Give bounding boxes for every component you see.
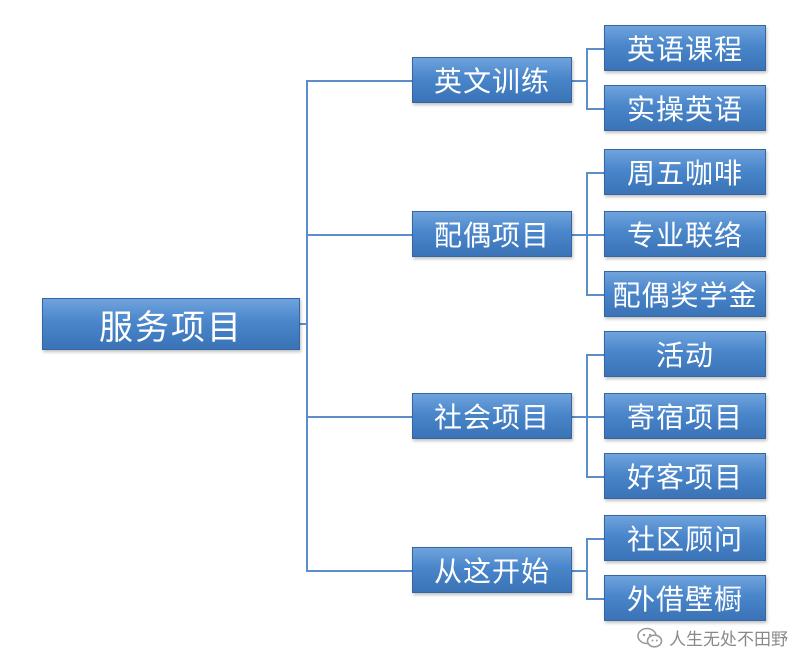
connector-group-0-stub bbox=[572, 80, 586, 82]
connector-leaf-2-2 bbox=[586, 476, 604, 478]
connector-leaf-1-2 bbox=[586, 294, 604, 296]
leaf-node: 好客项目 bbox=[604, 453, 766, 499]
connector-leaf-2-1 bbox=[586, 416, 604, 418]
connector-to-group-0 bbox=[306, 80, 412, 82]
connector-group-0-spine bbox=[586, 48, 588, 110]
leaf-node: 英语课程 bbox=[604, 25, 766, 71]
leaf-node: 周五咖啡 bbox=[604, 149, 766, 195]
connector-group-3-stub bbox=[572, 570, 586, 572]
leaf-node: 实操英语 bbox=[604, 85, 766, 131]
connector-group-1-stub bbox=[572, 234, 586, 236]
leaf-node: 寄宿项目 bbox=[604, 393, 766, 439]
leaf-node: 社区顾问 bbox=[604, 515, 766, 561]
leaf-node: 活动 bbox=[604, 331, 766, 377]
wechat-icon bbox=[637, 627, 663, 649]
watermark-text: 人生无处不田野 bbox=[669, 630, 788, 650]
connector-leaf-3-0 bbox=[586, 538, 604, 540]
connector-to-group-1 bbox=[306, 234, 412, 236]
connector-leaf-0-1 bbox=[586, 108, 604, 110]
connector-leaf-3-1 bbox=[586, 598, 604, 600]
connector-leaf-2-0 bbox=[586, 354, 604, 356]
leaf-node: 配偶奖学金 bbox=[604, 271, 766, 317]
connector-to-group-3 bbox=[306, 570, 412, 572]
watermark: 人生无处不田野 bbox=[637, 625, 788, 650]
group-node-social-program: 社会项目 bbox=[412, 393, 572, 439]
connector-to-group-2 bbox=[306, 416, 412, 418]
group-node-start-here: 从这开始 bbox=[412, 547, 572, 593]
connector-root-spine bbox=[306, 80, 308, 571]
connector-leaf-1-0 bbox=[586, 172, 604, 174]
connector-root-stub bbox=[300, 323, 308, 325]
group-node-english-training: 英文训练 bbox=[412, 57, 572, 103]
group-node-spouse-program: 配偶项目 bbox=[412, 211, 572, 257]
connector-leaf-0-0 bbox=[586, 48, 604, 50]
connector-group-2-stub bbox=[572, 416, 586, 418]
connector-leaf-1-1 bbox=[586, 234, 604, 236]
connector-group-3-spine bbox=[586, 538, 588, 600]
root-node: 服务项目 bbox=[42, 298, 300, 350]
leaf-node: 外借壁橱 bbox=[604, 575, 766, 621]
leaf-node: 专业联络 bbox=[604, 211, 766, 257]
